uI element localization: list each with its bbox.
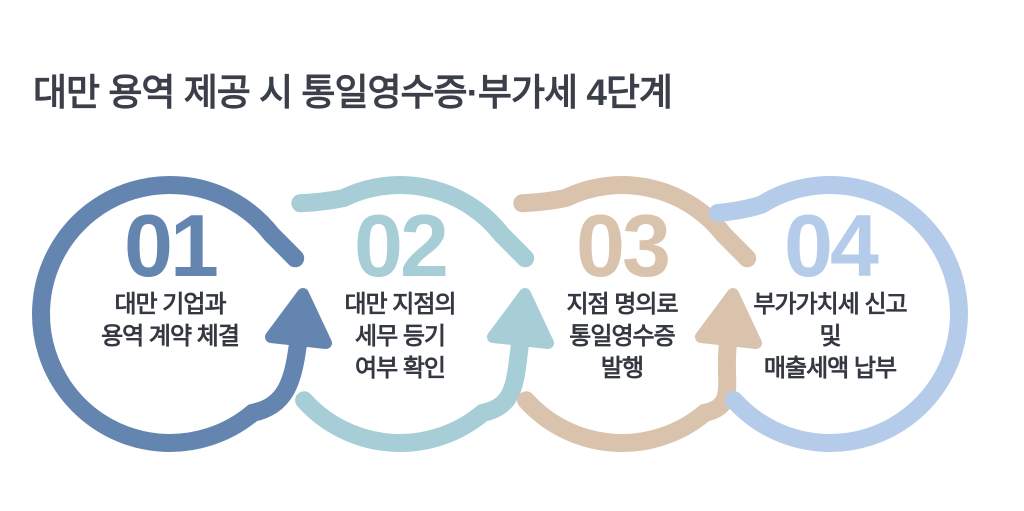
step-3-label-line-2: 통일영수증 — [569, 323, 675, 350]
step-2-arrow-head-icon — [487, 288, 554, 349]
step-3-number: 03 — [576, 196, 671, 295]
step-3-circle-arc-top — [513, 176, 757, 268]
step-3-label-line-3: 발행 — [600, 355, 644, 382]
step-4-label-line-1: 부가가치세 신고 — [753, 291, 907, 318]
step-1-label: 대만 기업과 용역 계약 체결 — [60, 289, 280, 353]
step-2-label-line-3: 여부 확인 — [355, 355, 446, 382]
step-4-number: 04 — [784, 196, 879, 295]
page-title: 대만 용역 제공 시 통일영수증·부가세 4단계 — [33, 72, 673, 113]
step-1-label-line-1: 대만 기업과 — [114, 291, 226, 318]
step-2-label-line-1: 대만 지점의 — [344, 291, 456, 318]
step-3-label: 지점 명의로 통일영수증 발행 — [512, 289, 732, 385]
step-2-number: 02 — [354, 196, 449, 295]
step-4-label-line-2: 및 — [819, 323, 841, 350]
step-3-circle-arc-bottom — [517, 335, 737, 452]
step-1-arrow-head-icon — [265, 288, 332, 349]
step-1-label-line-2: 용역 계약 체결 — [101, 323, 240, 350]
step-4-label-line-3: 매출세액 납부 — [763, 355, 897, 382]
step-3-arrow-head-icon — [695, 288, 762, 349]
step-4-label: 부가가치세 신고 및 매출세액 납부 — [720, 289, 940, 385]
step-2-circle-arc-bottom — [295, 335, 529, 452]
step-2-label-line-2: 세무 등기 — [355, 323, 446, 350]
step-1-circle-arrow — [32, 176, 307, 452]
step-3-label-line-1: 지점 명의로 — [566, 291, 678, 318]
step-1-number: 01 — [124, 196, 219, 295]
step-2-circle-arc-top — [291, 176, 535, 268]
step-4-circle-arc — [708, 176, 968, 452]
step-2-label: 대만 지점의 세무 등기 여부 확인 — [290, 289, 510, 385]
